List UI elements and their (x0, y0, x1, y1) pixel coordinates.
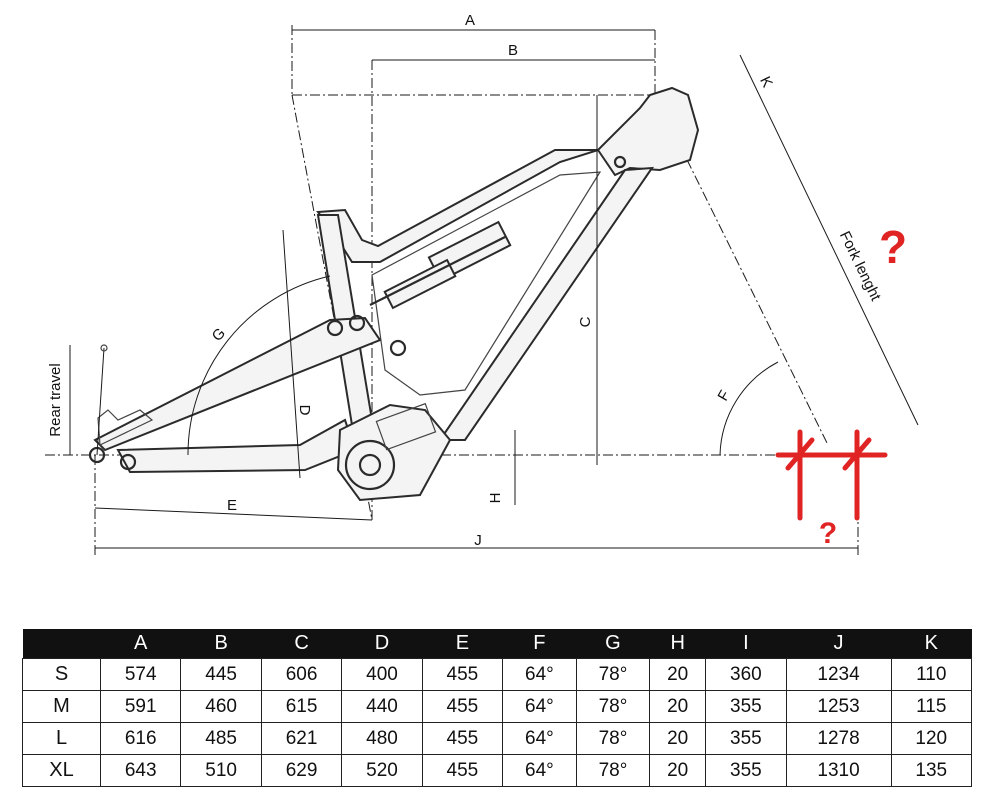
table-cell: 20 (649, 690, 707, 723)
dim-label-c: C (577, 316, 594, 327)
table-cell: 520 (341, 754, 423, 787)
dimension-lines (69, 29, 919, 549)
table-cell: 20 (649, 722, 707, 755)
size-cell: M (22, 690, 101, 723)
header-cell: D (341, 629, 423, 659)
header-cell: C (261, 629, 342, 659)
table-cell: 455 (421, 690, 504, 723)
header-cell: A (100, 629, 181, 659)
table-cell: 78° (575, 690, 651, 723)
table-cell: 355 (705, 690, 787, 723)
table-cell: 64° (502, 690, 577, 723)
rear-travel-label: Rear travel (47, 363, 64, 436)
table-cell: 621 (260, 722, 343, 755)
table-cell: 480 (341, 722, 423, 755)
dim-label-a: A (465, 12, 475, 29)
header-cell: B (180, 629, 262, 659)
table-cell: 78° (575, 754, 651, 787)
header-cell: J (786, 629, 891, 659)
table-cell: 629 (260, 754, 343, 787)
size-cell: XL (22, 754, 101, 787)
header-cell: H (649, 629, 706, 659)
header-cell: G (576, 629, 650, 659)
table-cell: 574 (99, 658, 182, 691)
table-row: M 591 460 615 440 455 64° 78° 20 355 125… (22, 690, 972, 723)
reference-lines (45, 25, 880, 555)
table-cell: 115 (890, 690, 972, 723)
dim-label-b: B (508, 42, 518, 59)
table-cell: 1278 (785, 722, 892, 755)
fork-length-label: Fork lenght (836, 229, 885, 305)
table-header-row: A B C D E F G H I J K (22, 629, 972, 659)
dim-label-e: E (227, 497, 237, 514)
size-cell: L (22, 722, 101, 755)
table-cell: 615 (260, 690, 343, 723)
dim-label-f: F (714, 388, 733, 404)
table-cell: 110 (890, 658, 972, 691)
dim-label-g: G (209, 325, 229, 345)
dim-label-h: H (487, 493, 504, 504)
table-body: S 574 445 606 400 455 64° 78° 20 360 123… (22, 658, 972, 787)
dim-label-k: K (756, 74, 776, 90)
geometry-table: A B C D E F G H I J K S 574 445 606 400 … (22, 629, 972, 787)
dim-label-j: J (474, 532, 482, 549)
table-cell: 1253 (785, 690, 892, 723)
header-cell: E (422, 629, 503, 659)
bike-frame (88, 86, 700, 502)
table-cell: 355 (705, 754, 787, 787)
rear-shock (369, 220, 512, 310)
table-cell: 120 (890, 722, 972, 755)
table-cell: 445 (180, 658, 262, 691)
fork-length-markup (775, 429, 888, 521)
table-cell: 1310 (785, 754, 892, 787)
table-cell: 78° (575, 722, 651, 755)
table-cell: 591 (99, 690, 182, 723)
size-cell: S (22, 658, 101, 691)
table-cell: 360 (705, 658, 787, 691)
table-row: L 616 485 621 480 455 64° 78° 20 355 127… (22, 722, 972, 755)
table-cell: 135 (890, 754, 972, 787)
table-cell: 20 (649, 658, 707, 691)
header-cell: F (502, 629, 577, 659)
table-cell: 64° (502, 658, 577, 691)
table-cell: 20 (649, 754, 707, 787)
table-cell: 485 (180, 722, 262, 755)
table-row: S 574 445 606 400 455 64° 78° 20 360 123… (22, 658, 972, 691)
table-cell: 606 (260, 658, 343, 691)
table-cell: 400 (341, 658, 423, 691)
table-cell: 455 (421, 722, 504, 755)
table-cell: 440 (341, 690, 423, 723)
header-cell: I (705, 629, 787, 659)
question-mark-large: ? (879, 221, 907, 273)
table-cell: 78° (575, 658, 651, 691)
table-cell: 616 (99, 722, 182, 755)
header-cell: K (891, 629, 972, 659)
table-cell: 643 (99, 754, 182, 787)
table-cell: 510 (180, 754, 262, 787)
table-cell: 455 (421, 754, 504, 787)
table-row: XL 643 510 629 520 455 64° 78° 20 355 13… (22, 754, 972, 787)
table-cell: 355 (705, 722, 787, 755)
table-cell: 455 (421, 658, 504, 691)
table-cell: 64° (502, 754, 577, 787)
question-mark-small: ? (819, 517, 837, 550)
dim-label-d: D (296, 405, 313, 416)
table-cell: 64° (502, 722, 577, 755)
frame-geometry-diagram: A B C D E F G H J K Rear travel Fork len… (45, 12, 919, 555)
table-cell: 1234 (785, 658, 892, 691)
table-cell: 460 (180, 690, 262, 723)
header-cell (22, 629, 101, 659)
